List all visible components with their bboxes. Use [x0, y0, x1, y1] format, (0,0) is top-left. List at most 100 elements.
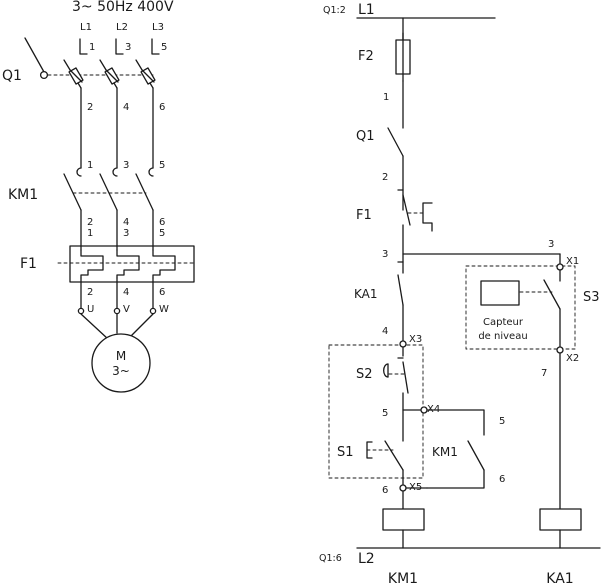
f1-aux-blade [402, 194, 411, 226]
km1-blade-l1 [63, 173, 82, 211]
f1-terminal-5: 5 [159, 228, 165, 239]
terminal-x1 [556, 263, 564, 271]
terminal-x5-label: X5 [409, 482, 422, 493]
q1-terminal-1: 1 [89, 42, 95, 53]
supply-terminal-l1 [79, 38, 88, 55]
control-circuit: Q1:2 L1 F2 1 Q1 2 F1 3 3 KA1 4 [319, 2, 601, 585]
km1-terminal-2: 2 [87, 217, 93, 228]
q1-aux-label: Q1 [356, 129, 375, 144]
power-circuit: 3~ 50Hz 400V L1 L2 L3 1 3 5 Q1 2 4 6 [2, 0, 195, 393]
f1-thermal-element-l1 [80, 249, 104, 279]
km1-terminal-6: 6 [159, 217, 165, 228]
motor-terminal-w [149, 307, 157, 315]
node-5-label: 5 [382, 408, 388, 419]
s2-label: S2 [356, 367, 373, 382]
rail-bottom-ref: Q1:6 [319, 553, 342, 564]
rail-top-ref: Q1:2 [323, 5, 346, 16]
f1-terminal-1: 1 [87, 228, 93, 239]
f1-terminal-6: 6 [159, 287, 165, 298]
km1-contact-arc-l3 [148, 167, 154, 177]
level-sensor-actuator [480, 280, 520, 306]
q1-terminal-6: 6 [159, 102, 165, 113]
q1-terminal-5: 5 [161, 42, 167, 53]
km1-terminal-4: 4 [123, 217, 129, 228]
f1-thermal-actuator [422, 202, 433, 232]
km1-contact-arc-l1 [76, 167, 82, 177]
f1-label: F1 [20, 256, 37, 272]
km1-hold-blade [467, 440, 485, 471]
motor-terminal-v [113, 307, 121, 315]
km1-terminal-1: 1 [87, 160, 93, 171]
q1-label: Q1 [2, 68, 22, 84]
supply-terminal-l2 [115, 38, 124, 55]
motor-terminal-label-u: U [87, 304, 94, 315]
ka1-contact-blade [397, 274, 404, 306]
ka1-contact-label: KA1 [354, 287, 378, 301]
sensor-label-line1: Capteur [483, 317, 524, 328]
ka1-terminal-4: 4 [382, 326, 388, 337]
km1-blade-l2 [99, 173, 118, 211]
q1-aux-blade [387, 127, 404, 157]
f1-thermal-element-l2 [116, 249, 140, 279]
terminal-x3 [399, 340, 407, 348]
rail-bottom-label: L2 [358, 551, 375, 567]
terminal-x2 [556, 346, 564, 354]
node-6-label: 6 [382, 485, 388, 496]
motor-symbol [91, 333, 151, 393]
f1-terminal-3: 3 [123, 228, 129, 239]
s2-mushroom-head [383, 363, 389, 378]
terminal-x3-label: X3 [409, 334, 422, 345]
f1-terminal-4: 4 [123, 287, 129, 298]
ka1-coil-label: KA1 [546, 571, 573, 585]
terminal-x5 [399, 484, 407, 492]
q1-operator-lever [24, 37, 45, 73]
f1-thermal-element-l3 [152, 249, 176, 279]
q1-terminal-3: 3 [125, 42, 131, 53]
motor-terminal-u [77, 307, 85, 315]
km1-hold-terminal-6: 6 [499, 474, 505, 485]
km1-hold-label: KM1 [432, 445, 458, 459]
fuse-element-l1 [69, 69, 83, 83]
phase-label-l3: L3 [152, 22, 164, 33]
s2-blade [402, 361, 409, 394]
km1-blade-l3 [135, 173, 154, 211]
fuse-element-l3 [141, 69, 155, 83]
f1-aux-terminal-3: 3 [382, 249, 388, 260]
f1-terminal-2: 2 [87, 287, 93, 298]
km1-label: KM1 [8, 187, 38, 203]
q1-terminal-2: 2 [87, 102, 93, 113]
terminal-x2-label: X2 [566, 353, 579, 364]
sensor-label-line2: de niveau [478, 331, 527, 342]
km1-hold-terminal-5: 5 [499, 416, 505, 427]
fuse-element-l2 [105, 69, 119, 83]
km1-coil-label: KM1 [388, 571, 418, 585]
wire-km1-hold-bottom [426, 469, 485, 489]
motor-lead-u [80, 313, 109, 340]
q1-aux-terminal-2: 2 [382, 172, 388, 183]
level-sensor-box [465, 265, 576, 350]
supply-terminal-l3 [151, 38, 160, 55]
km1-coil [382, 508, 425, 531]
wire-km1-hold-top [426, 409, 485, 436]
supply-rating: 3~ 50Hz 400V [72, 0, 174, 15]
f2-terminal-1: 1 [383, 92, 389, 103]
motor-terminal-label-v: V [123, 304, 130, 315]
s3-label: S3 [583, 290, 600, 305]
f1-aux-label: F1 [356, 208, 372, 223]
node-7-label: 7 [541, 368, 547, 379]
node-3-label: 3 [548, 239, 554, 250]
rail-top-label: L1 [358, 2, 375, 18]
f2-label: F2 [358, 49, 374, 64]
q1-terminal-4: 4 [123, 102, 129, 113]
s3-blade [543, 279, 561, 310]
motor-phase-label: 3~ [112, 364, 130, 378]
motor-lead-w [127, 313, 154, 340]
q1-operator-pivot [39, 70, 49, 80]
terminal-x1-label: X1 [566, 256, 579, 267]
s1-blade [384, 440, 404, 471]
phase-label-l1: L1 [80, 22, 92, 33]
motor-type-label: M [116, 349, 126, 363]
km1-terminal-5: 5 [159, 160, 165, 171]
phase-label-l2: L2 [116, 22, 128, 33]
